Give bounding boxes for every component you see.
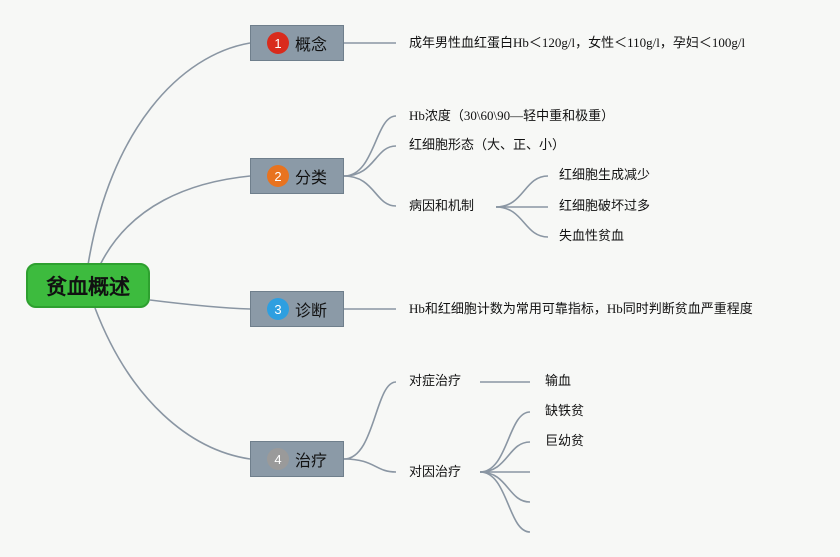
leaf-increased-destruction: 红细胞破坏过多 [559, 199, 651, 214]
connector-b4-causal [343, 458, 397, 473]
number-badge-3: 3 [267, 298, 289, 320]
branch-node-concept[interactable]: 1 概念 [250, 25, 344, 61]
connector-root-branch-1 [87, 42, 251, 266]
leaf-diagnosis-indicators: Hb和红细胞计数为常用可靠指标，Hb同时判断贫血严重程度 [409, 301, 753, 316]
branch-node-classification[interactable]: 2 分类 [250, 158, 344, 194]
connector-cause-3 [495, 206, 549, 238]
branch-node-treatment[interactable]: 4 治疗 [250, 441, 344, 477]
leaf-blood-transfusion: 输血 [545, 374, 572, 389]
connector-root-branch-4 [94, 307, 251, 460]
leaf-rbc-morphology: 红细胞形态（大、正、小） [409, 138, 566, 153]
branch-label-classification: 分类 [295, 168, 328, 187]
leaf-blood-loss-anemia: 失血性贫血 [559, 229, 625, 244]
leaf-symptomatic-treatment: 对症治疗 [409, 374, 462, 389]
connector-cause-1 [495, 175, 549, 208]
leaf-iron-deficiency-anemia: 缺铁贫 [545, 404, 585, 419]
connector-root-branch-3 [149, 299, 251, 310]
connector-root-branch-2 [99, 175, 251, 266]
branch-label-diagnosis: 诊断 [295, 301, 328, 320]
root-node[interactable]: 贫血概述 [26, 263, 150, 308]
leaf-concept-definition: 成年男性血红蛋白Hb＜120g/l，女性＜110g/l，孕妇＜100g/l [409, 35, 746, 50]
connector-b2-cause [343, 175, 397, 207]
branch-label-treatment: 治疗 [295, 451, 328, 470]
leaf-hb-concentration: Hb浓度（30\60\90—轻中重和极重） [409, 108, 615, 123]
root-label: 贫血概述 [46, 274, 130, 299]
branch-label-concept: 概念 [295, 35, 328, 54]
branch-node-diagnosis[interactable]: 3 诊断 [250, 291, 344, 327]
leaf-decreased-production: 红细胞生成减少 [559, 168, 651, 183]
connector-causal-5 [479, 471, 531, 533]
leaf-megaloblastic-anemia: 巨幼贫 [545, 434, 585, 449]
connector-causal-1 [479, 411, 531, 473]
connector-b2-hb [343, 115, 397, 177]
connector-b4-symptomatic [343, 381, 397, 460]
number-badge-2: 2 [267, 165, 289, 187]
number-badge-4: 4 [267, 448, 289, 470]
connector-causal-2 [479, 441, 531, 473]
leaf-etiology-mechanism: 病因和机制 [409, 199, 475, 214]
number-badge-1: 1 [267, 32, 289, 54]
leaf-causal-treatment: 对因治疗 [409, 465, 462, 480]
connector-b2-shape [343, 145, 397, 177]
